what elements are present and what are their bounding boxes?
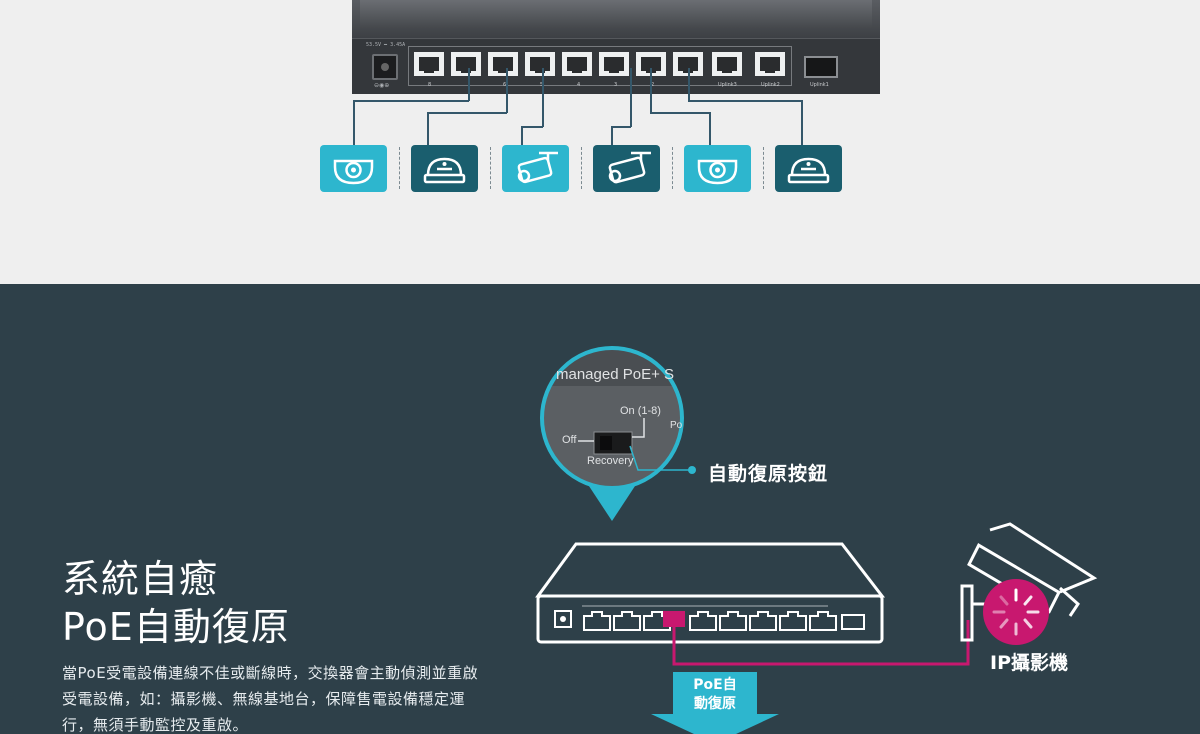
cable-line <box>468 68 470 101</box>
cable-line <box>353 100 469 102</box>
cable-line <box>611 126 613 146</box>
camera-tile-dome <box>411 145 478 192</box>
camera-tile-bullet <box>593 145 660 192</box>
product-hero-section: 53.5V ━ 3.45A ⊖◉⊕ 8 6 5 4 3 2 Uplink3 Up… <box>0 0 1200 284</box>
ip-camera-label: IP攝影機 <box>990 652 1068 674</box>
reboot-indicator-icon <box>983 579 1049 645</box>
dc-power-port <box>372 54 398 80</box>
down-arrow-icon <box>651 714 779 734</box>
cable-line <box>427 112 507 114</box>
dome-camera-icon <box>333 159 374 185</box>
cable-line <box>506 68 508 113</box>
port-label: Uplink1 <box>810 82 829 88</box>
poe-port-highlight <box>663 611 685 627</box>
polarity-symbol: ⊖◉⊕ <box>374 82 390 89</box>
dome-camera-icon <box>787 157 830 184</box>
camera-tile-bullet <box>502 145 569 192</box>
dome-camera-icon <box>697 159 738 185</box>
recovery-button-label: 自動復原按鈕 <box>708 463 829 485</box>
rj45-port <box>451 52 481 76</box>
loading-spinner-icon <box>992 588 1040 636</box>
magnifier-ring <box>540 346 684 490</box>
rj45-uplink-port <box>712 52 742 76</box>
cable-line <box>611 126 631 128</box>
badge-line1: PoE自 <box>693 677 737 693</box>
switch-recovery-label: Recovery <box>587 455 634 467</box>
rj45-port <box>673 52 703 76</box>
callout-line <box>629 445 692 471</box>
switch-outline-power <box>554 610 572 628</box>
divider <box>399 147 400 189</box>
cable-line <box>688 68 690 101</box>
divider <box>490 147 491 189</box>
feature-title-line2: PoE自動復原 <box>62 605 290 649</box>
cable-line <box>542 68 544 127</box>
cable-line <box>688 100 802 102</box>
camera-tile-dome <box>684 145 751 192</box>
magnifier-header-text: managed PoE+ S <box>556 366 675 383</box>
switch-outline-top <box>535 542 886 598</box>
rj45-port <box>562 52 592 76</box>
switch-on-label: On (1-8) <box>620 405 661 417</box>
feature-title-line1: 系統自癒 <box>62 557 219 601</box>
port-label: 2 <box>651 82 655 88</box>
ip-camera-outline <box>960 522 1098 642</box>
magnifier-pointer <box>585 480 639 521</box>
cable-line <box>709 112 711 146</box>
port-label: 6 <box>503 82 507 88</box>
cable-line <box>521 126 523 146</box>
rj45-port <box>525 52 555 76</box>
callout-dot <box>688 466 696 474</box>
camera-tile-dome <box>775 145 842 192</box>
rj45-port <box>599 52 629 76</box>
port-label: 8 <box>428 82 432 88</box>
ethernet-port-group <box>408 46 792 86</box>
bullet-camera-icon <box>517 151 558 184</box>
switch-po-label: Po <box>670 420 683 431</box>
cable-line <box>521 126 543 128</box>
power-spec-text: 53.5V ━ 3.45A <box>366 42 406 48</box>
switch-top-panel <box>360 0 872 28</box>
sfp-port <box>804 56 838 78</box>
port-label: 5 <box>540 82 543 88</box>
cable-line <box>650 112 710 114</box>
port-label: 3 <box>614 82 618 88</box>
feature-description: 當PoE受電設備連線不佳或斷線時，交換器會主動偵測並重啟受電設備，如：攝影機、無… <box>62 664 479 734</box>
poe-recovery-badge: PoE自 動復原 <box>673 672 757 718</box>
rj45-port <box>414 52 444 76</box>
dome-camera-icon <box>423 157 466 184</box>
divider <box>672 147 673 189</box>
cable-line <box>630 68 632 127</box>
switch-outline-ports <box>583 611 837 631</box>
port-label: Uplink3 <box>718 82 737 88</box>
switch-outline-front <box>536 594 884 644</box>
port-label: 4 <box>577 82 581 88</box>
cable-line <box>801 100 803 146</box>
rj45-port <box>488 52 518 76</box>
bullet-camera-icon <box>608 151 651 184</box>
switch-outline-sfp <box>841 614 865 630</box>
camera-tile-dome <box>320 145 387 192</box>
cable-line <box>650 68 652 113</box>
rj45-uplink-port <box>755 52 785 76</box>
badge-line2: 動復原 <box>694 696 736 712</box>
divider <box>763 147 764 189</box>
switch-off-label: Off <box>562 434 577 446</box>
poe-cable-line <box>672 620 970 666</box>
cable-line <box>353 100 355 146</box>
divider <box>581 147 582 189</box>
cable-line <box>427 112 429 146</box>
port-label: Uplink2 <box>761 82 780 88</box>
